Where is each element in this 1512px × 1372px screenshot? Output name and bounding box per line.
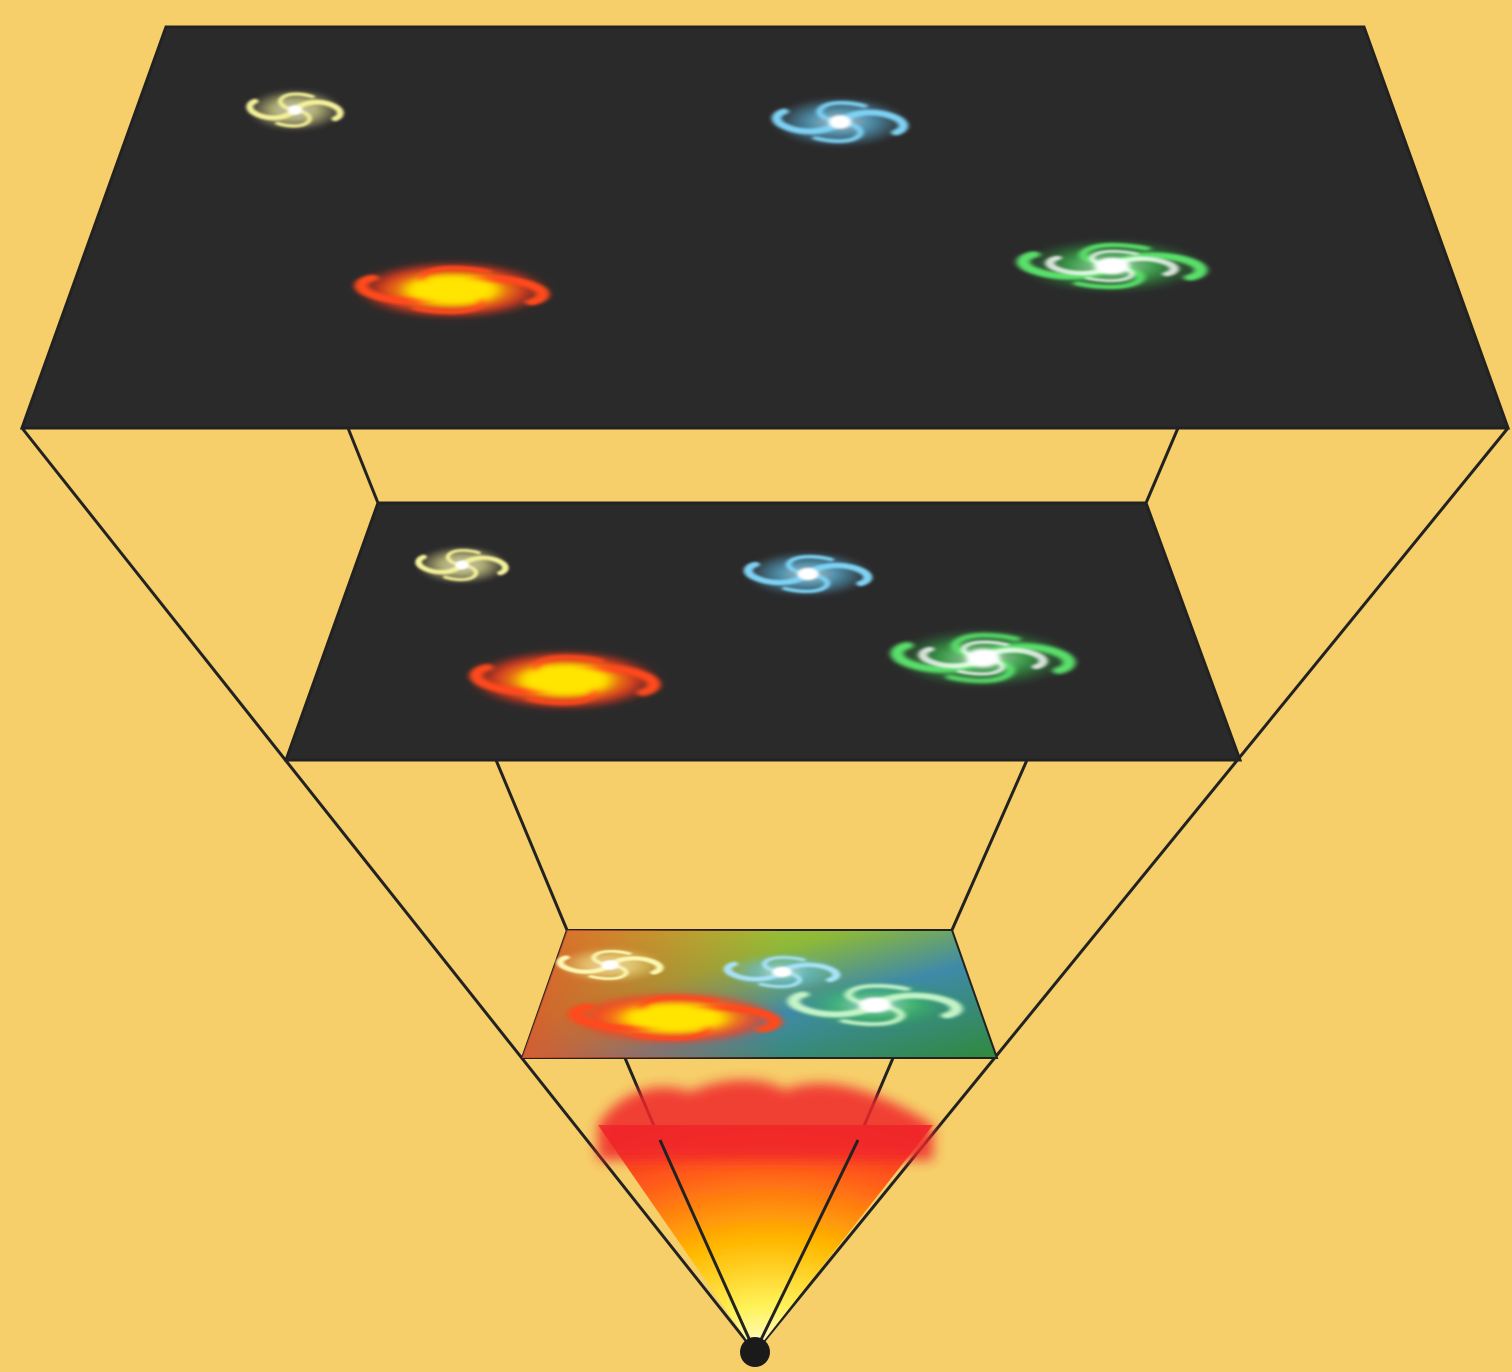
galaxy-green-medium	[893, 628, 1074, 688]
panel-early-galaxies	[522, 930, 997, 1058]
panel-earlier-universe	[286, 503, 1240, 760]
galaxy-yellow-large	[248, 89, 343, 131]
galaxy-orange-medium	[472, 650, 658, 710]
galaxy-orange-large	[357, 261, 547, 319]
galaxy-green-small	[790, 980, 961, 1030]
galaxy-green-large	[1019, 238, 1205, 293]
inner-line-left-2	[496, 760, 567, 930]
big-bang-point	[740, 1337, 770, 1367]
inner-line-left-1	[348, 428, 378, 503]
galaxy-blue-large	[774, 97, 907, 147]
fireball-top	[598, 1080, 933, 1160]
inner-line-right-2	[952, 760, 1027, 930]
galaxy-blue-medium	[745, 551, 870, 597]
inner-line-right-1	[1146, 428, 1178, 503]
galaxy-yellow-small	[558, 947, 663, 983]
galaxy-yellow-medium	[416, 546, 507, 584]
galaxy-orange-small	[571, 991, 780, 1045]
panel-present-universe	[22, 27, 1508, 428]
